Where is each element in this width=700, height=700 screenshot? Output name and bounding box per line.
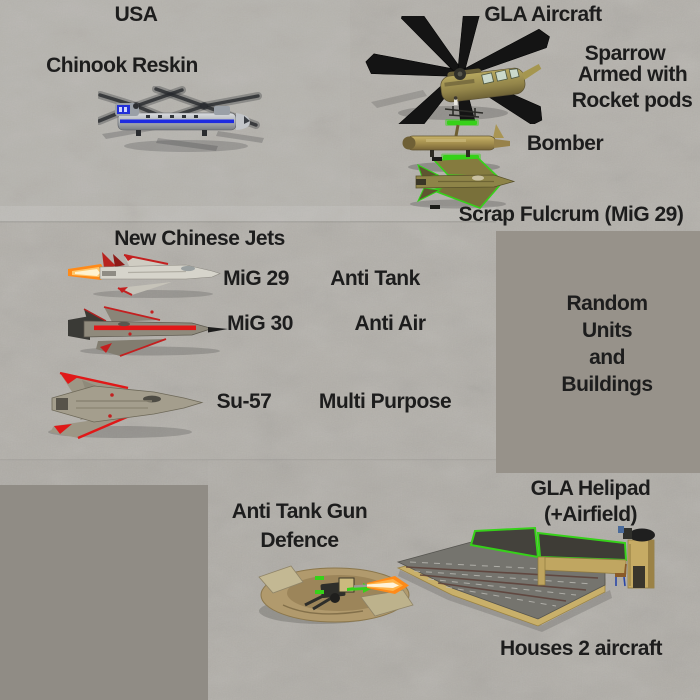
helipad-title: GLA Helipad (+Airfield) bbox=[530, 477, 651, 526]
mig30-unit[interactable] bbox=[60, 303, 230, 359]
usa-title: USA bbox=[114, 3, 158, 26]
su57-role-label: Multi Purpose bbox=[318, 390, 452, 413]
usa-blue-stripe bbox=[120, 119, 234, 124]
mig30-role-label: Anti Air bbox=[354, 312, 426, 335]
chair bbox=[615, 563, 627, 587]
gla-title: GLA Aircraft bbox=[484, 3, 602, 26]
fulcrum-upper-wing bbox=[432, 157, 501, 178]
anti-tank-gun-unit[interactable] bbox=[243, 553, 433, 633]
sparrow-armed-label: Armed with bbox=[577, 63, 688, 86]
mig29-unit[interactable] bbox=[68, 250, 223, 300]
anti-tank-gun-label: Anti Tank Gun Defence bbox=[231, 500, 368, 552]
mig30-name-label: MiG 30 bbox=[227, 312, 293, 335]
cockpit-window bbox=[244, 116, 250, 124]
bomber-label: Bomber bbox=[526, 132, 604, 155]
su57-fuselage bbox=[51, 385, 204, 423]
helipad-right bbox=[536, 531, 628, 562]
bomber-fuselage bbox=[405, 135, 497, 151]
landing-skids bbox=[444, 106, 484, 118]
china-title: New Chinese Jets bbox=[114, 227, 285, 250]
sparrow-name-label: Sparrow bbox=[584, 42, 666, 65]
random-panel-text: Random Units and Buildings bbox=[561, 292, 653, 396]
sparrow-rockets-label: Rocket pods bbox=[571, 89, 693, 112]
houses-caption: Houses 2 aircraft bbox=[500, 637, 662, 660]
mig29-name-label: MiG 29 bbox=[223, 267, 289, 290]
su57-unit[interactable] bbox=[32, 368, 207, 443]
chinook-label: Chinook Reskin bbox=[46, 54, 198, 77]
fulcrum-unit[interactable] bbox=[398, 156, 523, 211]
red-stripe bbox=[94, 325, 196, 331]
random-units-panel bbox=[496, 231, 700, 473]
radar-dish bbox=[629, 528, 655, 542]
mig29-role-label: Anti Tank bbox=[330, 267, 420, 290]
su57-name-label: Su-57 bbox=[216, 390, 272, 413]
chinook-unit[interactable] bbox=[98, 86, 268, 158]
bottom-left-panel bbox=[0, 485, 208, 700]
airfield-unit[interactable] bbox=[390, 522, 680, 640]
fulcrum-label: Scrap Fulcrum (MiG 29) bbox=[458, 203, 684, 226]
team-color-wing-top bbox=[447, 120, 477, 125]
sparrow-unit[interactable] bbox=[353, 16, 568, 124]
chinook-nose bbox=[236, 113, 250, 130]
